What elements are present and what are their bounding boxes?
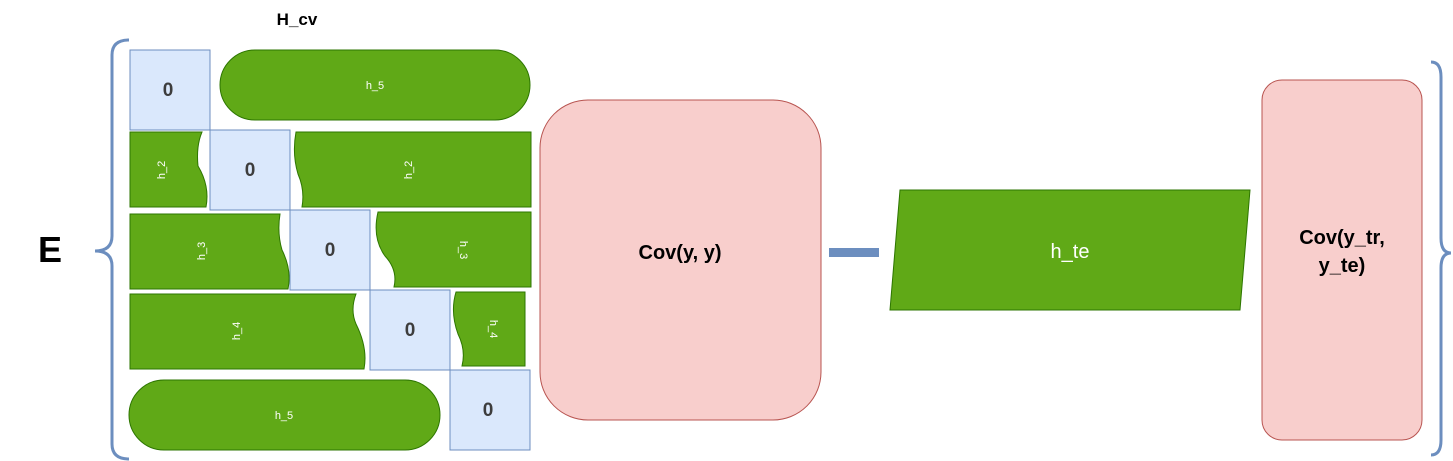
matrix-row-1: 0 h_5 [129, 49, 531, 131]
h2-block-right [293, 131, 532, 208]
h3-block-right [375, 211, 532, 288]
zero-label-1: 0 [163, 80, 174, 101]
h5-block-bottom [128, 379, 441, 451]
h-te-label: h_te [1051, 241, 1090, 263]
zero-cell-4 [369, 289, 451, 371]
cov-yy-box [539, 99, 822, 421]
cov-tr-te-box [1261, 79, 1423, 441]
zero-label-5: 0 [483, 400, 494, 421]
h4-label-left: h_4 [231, 322, 243, 340]
h-te-block [889, 189, 1251, 311]
h2-label-left: h_2 [156, 161, 168, 179]
cov-tr-te-label-line1: Cov(y_tr, [1299, 227, 1385, 249]
h5-label-bottom: h_5 [275, 410, 293, 422]
matrix-row-2: h_2 0 h_2 [129, 129, 532, 211]
zero-cell-2 [209, 129, 291, 211]
h2-label-right: h_2 [403, 161, 415, 179]
zero-label-3: 0 [325, 240, 336, 261]
h4-block-right [452, 291, 526, 367]
h5-label-top: h_5 [366, 80, 384, 92]
zero-label-2: 0 [245, 160, 256, 181]
expectation-symbol: E [38, 229, 62, 270]
minus-operator [829, 248, 879, 257]
zero-cell-1 [129, 49, 211, 131]
h5-block-top [219, 49, 531, 121]
h4-label-right: h_4 [487, 320, 499, 338]
matrix-row-4: h_4 0 h_4 [129, 289, 526, 371]
h4-block-left [129, 293, 366, 370]
h2-block-left [129, 131, 208, 208]
zero-label-4: 0 [405, 320, 416, 341]
zero-cell-5 [449, 369, 531, 451]
matrix-row-5: h_5 0 [128, 369, 531, 451]
h3-label-right: h_3 [457, 241, 469, 259]
h3-label-left: h_3 [196, 242, 208, 260]
cov-yy-label: Cov(y, y) [639, 242, 722, 264]
matrix-row-3: h_3 0 h_3 [129, 209, 532, 291]
left-brace [94, 38, 130, 461]
title-label: H_cv [277, 10, 318, 29]
zero-cell-3 [289, 209, 371, 291]
cov-tr-te-label-line2: y_te) [1319, 255, 1366, 277]
right-brace [1430, 60, 1452, 457]
h3-block-left [129, 213, 290, 290]
